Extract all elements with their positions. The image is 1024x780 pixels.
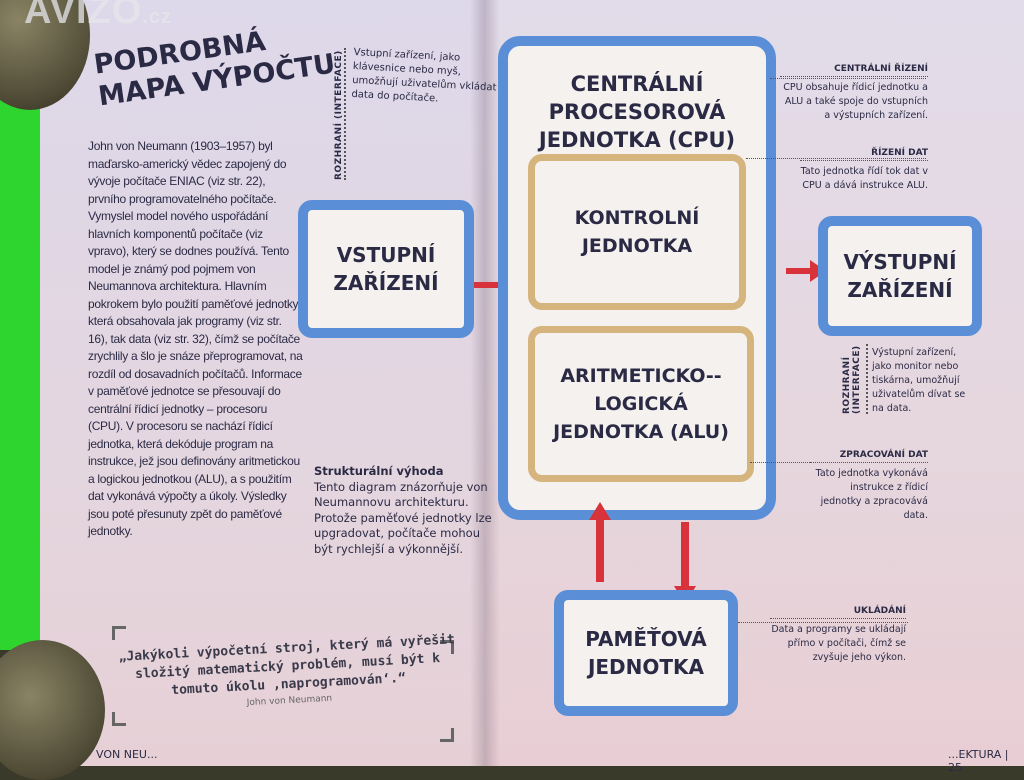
note-heading: ZPRACOVÁNÍ DAT: [810, 448, 928, 463]
note-storage: UKLÁDÁNÍ Data a programy se ukládají přím…: [770, 604, 906, 665]
structural-title: Strukturální výhoda: [314, 464, 444, 478]
body-text: John von Neumann (1903–1957) byl maďarsk…: [88, 139, 303, 538]
note-text: Tato jednotka vykonává instrukce z řídic…: [815, 468, 928, 521]
note-data-control: ŘÍZENÍ DAT Tato jednotka řídí tok dat v C…: [800, 146, 928, 193]
note-central-control: CENTRÁLNÍ ŘÍZENÍ CPU obsahuje řídicí jedn…: [780, 62, 928, 123]
quote-bracket: [112, 712, 126, 726]
arrow-input-to-cpu: [474, 282, 504, 288]
left-footer: VON NEU...: [96, 748, 158, 761]
quote-bracket: [440, 728, 454, 742]
note-text: Data a programy se ukládají přímo v počí…: [771, 624, 906, 663]
quote-bracket: [440, 640, 454, 654]
note-heading: UKLÁDÁNÍ: [770, 604, 906, 619]
note-data-processing: ZPRACOVÁNÍ DAT Tato jednotka vykonává ins…: [810, 448, 928, 523]
input-interface-label: ROZHRANÍ (INTERFACE): [334, 48, 346, 180]
leader-line: [738, 622, 908, 623]
input-device-box: VSTUPNÍ ZAŘÍZENÍ: [298, 200, 474, 338]
structural-text: Tento diagram znázorňuje von Neumannovu …: [314, 479, 492, 556]
quote-bracket: [112, 626, 126, 640]
arrow-cpu-to-memory: [681, 522, 689, 588]
arrow-memory-to-cpu: [596, 520, 604, 582]
leader-line: [746, 158, 926, 159]
alu-box: ARITMETICKO--LOGICKÁ JEDNOTKA (ALU): [528, 326, 754, 482]
control-unit-box: KONTROLNÍ JEDNOTKA: [528, 154, 746, 310]
coin-weight: [0, 640, 105, 780]
note-heading: CENTRÁLNÍ ŘÍZENÍ: [780, 62, 928, 77]
arrow-cpu-to-output: [786, 268, 812, 274]
output-device-box: VÝSTUPNÍ ZAŘÍZENÍ: [818, 216, 982, 336]
arrow-head: [589, 502, 611, 520]
memory-unit-box: PAMĚŤOVÁ JEDNOTKA: [554, 590, 738, 716]
note-heading: ŘÍZENÍ DAT: [800, 146, 928, 161]
green-background: [0, 90, 44, 650]
note-text: Tato jednotka řídí tok dat v CPU a dává …: [800, 166, 928, 191]
output-interface-label: ROZHRANÍ (INTERFACE): [842, 344, 868, 414]
leader-line: [770, 78, 926, 79]
page-number-footer: ...EKTURA | 25: [948, 748, 1009, 774]
book-gutter: [470, 0, 500, 766]
input-note: Vstupní zařízení, jako klávesnice nebo m…: [351, 46, 497, 105]
note-text: CPU obsahuje řídicí jednotku a ALU a tak…: [783, 82, 928, 121]
output-note: Výstupní zařízení, jako monitor nebo tis…: [872, 347, 966, 414]
watermark-logo: AVÍZO.cz: [24, 0, 172, 32]
